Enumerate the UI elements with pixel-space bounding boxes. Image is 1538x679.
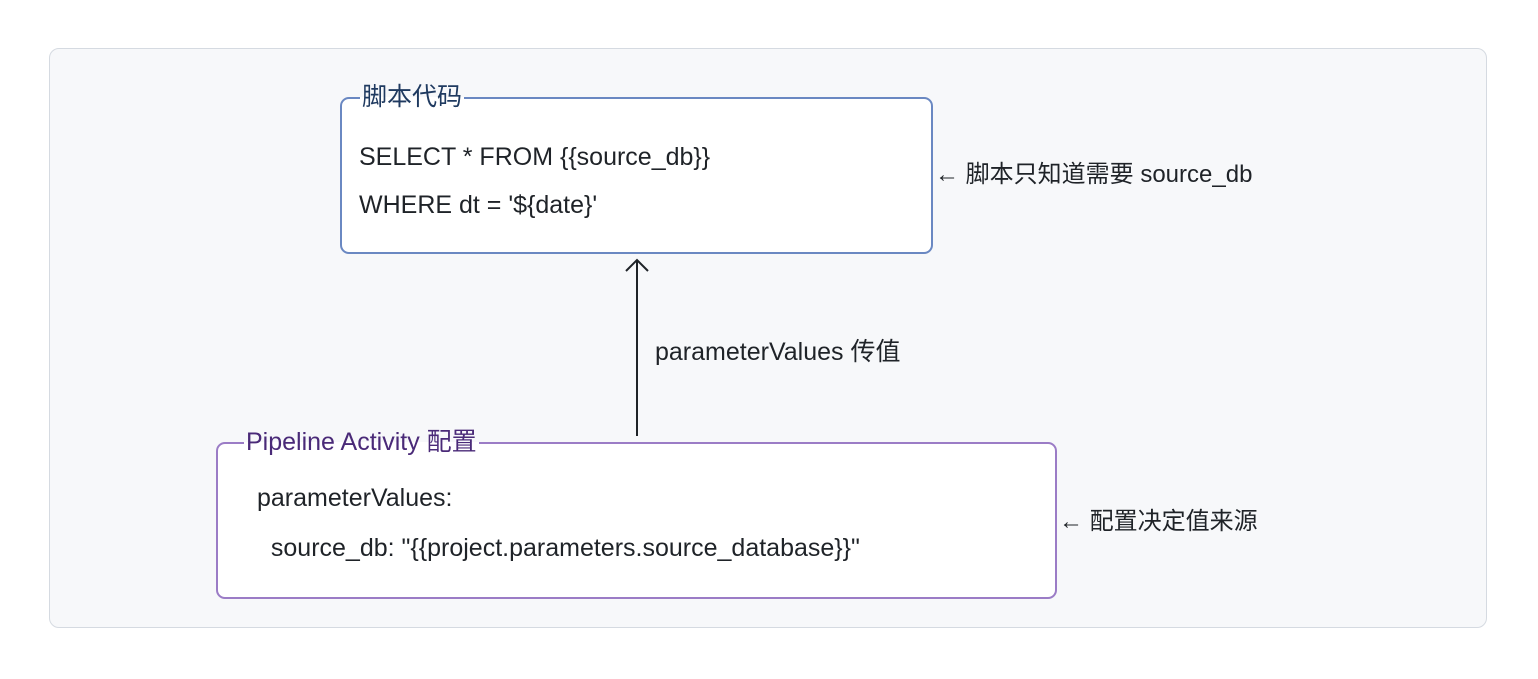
script-code-box: 脚本代码 SELECT * FROM {{source_db}} WHERE d… <box>340 83 933 254</box>
parameter-flow-arrow <box>625 258 649 436</box>
edge-label: parameterValues 传值 <box>655 338 901 366</box>
script-code-line-2: WHERE dt = '${date}' <box>359 191 598 219</box>
script-code-line-1: SELECT * FROM {{source_db}} <box>359 143 711 171</box>
script-box-title: 脚本代码 <box>360 83 465 111</box>
pipeline-box-note: ← 配置决定值来源 <box>1059 508 1258 535</box>
arrow-head <box>625 258 649 272</box>
pipeline-config-line-1: parameterValues: <box>257 484 453 512</box>
pipeline-config-box: Pipeline Activity 配置 parameterValues: so… <box>216 428 1057 599</box>
script-box-note: ← 脚本只知道需要 source_db <box>935 161 1253 188</box>
pipeline-box-title: Pipeline Activity 配置 <box>244 428 479 456</box>
pipeline-config-line-2: source_db: "{{project.parameters.source_… <box>257 534 860 562</box>
